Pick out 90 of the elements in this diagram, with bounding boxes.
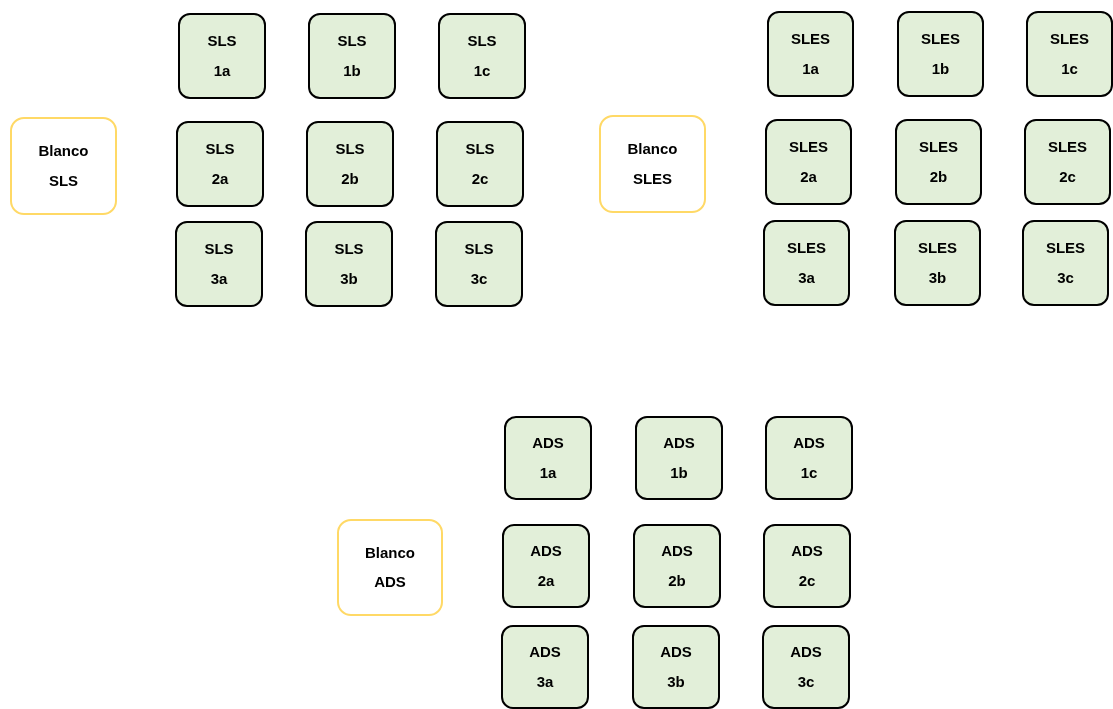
- node-label: Blanco: [38, 143, 89, 160]
- sample-box: [633, 524, 721, 608]
- node-label: 1c: [473, 62, 491, 79]
- sample-box: [306, 121, 394, 207]
- sample-box: [501, 625, 589, 709]
- sample-box: [762, 625, 850, 709]
- node-label: 3b: [667, 673, 685, 690]
- node-label: SLES: [788, 139, 829, 156]
- sample-box: [308, 13, 396, 99]
- sample-box: [1026, 11, 1113, 97]
- blank-sample-box: [10, 117, 117, 215]
- node-label: 3b: [340, 270, 358, 287]
- node-label: 2a: [537, 572, 555, 589]
- sample-box: [632, 625, 720, 709]
- sample-box: [765, 119, 852, 205]
- node-label: SLS: [335, 141, 365, 158]
- node-label: ADS: [790, 644, 822, 661]
- node-label: SLS: [205, 141, 235, 158]
- node-label: 3a: [210, 270, 228, 287]
- node-label: ADS: [529, 644, 561, 661]
- node-label: 2b: [929, 168, 948, 185]
- node-label: SLES: [786, 240, 827, 257]
- sample-box: [765, 416, 853, 500]
- node-label: SLS: [334, 241, 364, 258]
- node-label: SLES: [920, 31, 961, 48]
- node-label: 1c: [1061, 60, 1078, 77]
- sample-box: [305, 221, 393, 307]
- node-label: ADS: [530, 543, 562, 560]
- sample-box: [895, 119, 982, 205]
- node-label: 2a: [211, 170, 229, 187]
- sample-box: [504, 416, 592, 500]
- node-label: 1a: [213, 62, 231, 79]
- node-label: 1b: [670, 464, 688, 481]
- node-label: SLES: [1049, 31, 1090, 48]
- node-label: SLS: [207, 33, 237, 50]
- sample-box: [435, 221, 523, 307]
- sample-box: [436, 121, 524, 207]
- node-label: 1c: [800, 464, 818, 481]
- node-label: SLES: [790, 31, 831, 48]
- node-label: SLS: [464, 241, 494, 258]
- node-label: ADS: [661, 543, 693, 560]
- node-label: SLES: [917, 240, 958, 257]
- node-label: SLES: [1047, 139, 1088, 156]
- node-label: 2b: [341, 170, 359, 187]
- sample-box: [438, 13, 526, 99]
- sample-box: [894, 220, 981, 306]
- node-label: ADS: [793, 435, 825, 452]
- node-label: 3a: [536, 673, 554, 690]
- node-label: Blanco: [627, 141, 678, 158]
- node-label: SLS: [467, 33, 497, 50]
- node-label: ADS: [663, 435, 695, 452]
- node-label: ADS: [532, 435, 564, 452]
- sample-box: [175, 221, 263, 307]
- node-label: 3a: [798, 269, 815, 286]
- sample-box: [502, 524, 590, 608]
- blank-sample-box: [599, 115, 706, 213]
- node-label: SLS: [204, 241, 234, 258]
- node-label: 3c: [1057, 269, 1074, 286]
- node-label: SLS: [337, 33, 367, 50]
- node-label: SLES: [1045, 240, 1086, 257]
- node-label: Blanco: [365, 544, 415, 561]
- node-label: ADS: [660, 644, 692, 661]
- sample-box: [763, 220, 850, 306]
- sample-box: [176, 121, 264, 207]
- node-label: 3c: [470, 270, 488, 287]
- node-label: 1b: [343, 62, 361, 79]
- node-label: 2c: [471, 170, 489, 187]
- node-label: ADS: [374, 574, 406, 591]
- node-label: 1b: [931, 60, 950, 77]
- node-label: SLES: [918, 139, 959, 156]
- node-label: 3b: [928, 269, 947, 286]
- node-label: 2c: [798, 572, 816, 589]
- sample-box: [635, 416, 723, 500]
- node-label: 2c: [1059, 168, 1076, 185]
- sample-box: [1022, 220, 1109, 306]
- node-label: 1a: [539, 464, 557, 481]
- node-label: SLS: [465, 141, 495, 158]
- sample-box: [763, 524, 851, 608]
- node-label: SLS: [48, 172, 79, 189]
- node-label: 1a: [802, 60, 819, 77]
- node-label: ADS: [791, 543, 823, 560]
- node-label: 3c: [797, 673, 815, 690]
- sample-box: [178, 13, 266, 99]
- sample-box: [897, 11, 984, 97]
- node-label: 2b: [668, 572, 686, 589]
- node-label: SLES: [632, 170, 673, 187]
- node-label: 2a: [800, 168, 817, 185]
- sample-box: [767, 11, 854, 97]
- blank-sample-box: [337, 519, 443, 616]
- sample-box: [1024, 119, 1111, 205]
